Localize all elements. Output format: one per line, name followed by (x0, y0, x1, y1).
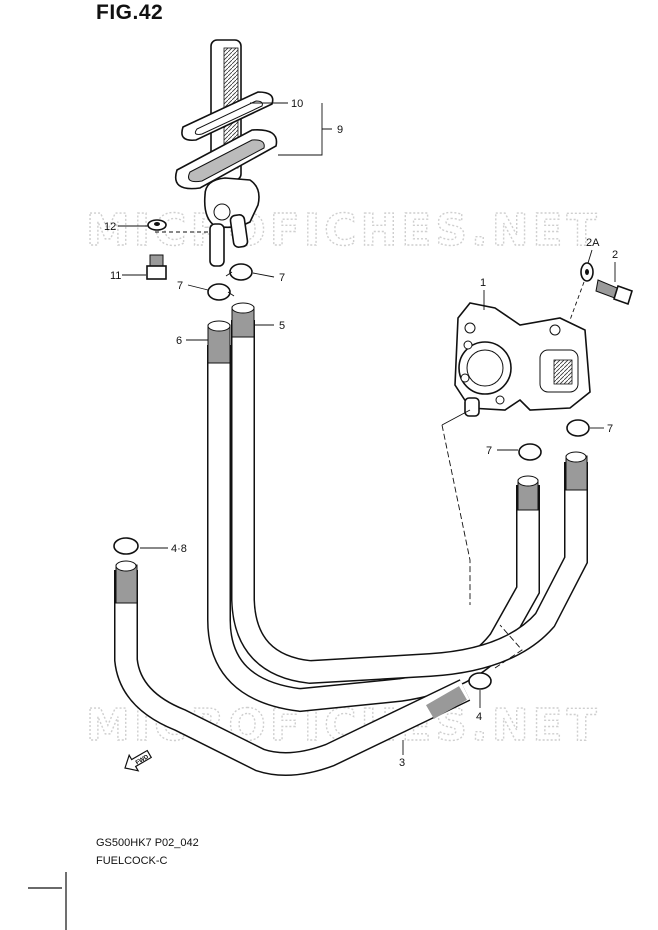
hose-5 (231, 320, 588, 685)
leaders (118, 102, 616, 755)
callout-6: 6 (176, 335, 182, 347)
callout-7-c: 7 (607, 423, 613, 435)
clamp-7-upper-right (225, 263, 253, 281)
clamp-4-8 (113, 537, 139, 555)
callout-7-b: 7 (279, 272, 285, 284)
callout-2: 2 (612, 249, 618, 261)
callout-2a: 2A (586, 237, 600, 249)
callout-12: 12 (104, 221, 116, 233)
callout-3: 3 (399, 757, 405, 769)
figure-title: FIG.42 (96, 1, 164, 24)
callout-4-8: 4·8 (171, 543, 187, 555)
callout-10: 10 (291, 98, 303, 110)
callout-11: 11 (110, 270, 121, 282)
hose-ends (115, 302, 588, 604)
callout-7-a: 7 (177, 280, 183, 292)
bolt-2 (595, 279, 633, 306)
clamp-7-right (566, 419, 590, 437)
callout-1: 1 (480, 277, 486, 289)
dash-nipple-b (441, 424, 471, 605)
callout-7-d: 7 (486, 445, 492, 457)
callout-5: 5 (279, 320, 285, 332)
footer-section-name: FUELCOCK-C (96, 855, 168, 867)
watermark-top: MICROFICHES.NET (86, 205, 601, 256)
clamp-4 (468, 672, 492, 690)
washer-2a (580, 262, 594, 282)
washer-12 (147, 219, 167, 231)
callout-9: 9 (337, 124, 343, 136)
fuel-cock-valve (175, 39, 278, 267)
clamp-7-mid (518, 443, 542, 461)
callout-4: 4 (476, 711, 482, 723)
hose-3 (114, 570, 471, 776)
clamp-7-upper-left (207, 283, 235, 301)
footer-model-code: GS500HK7 P02_042 (96, 837, 199, 849)
bolt-11 (146, 254, 167, 280)
dash-2a (569, 281, 585, 321)
dash-clamp-4 (494, 624, 523, 669)
fuel-valve-1 (454, 302, 591, 417)
dash-nipple-a (441, 409, 471, 426)
